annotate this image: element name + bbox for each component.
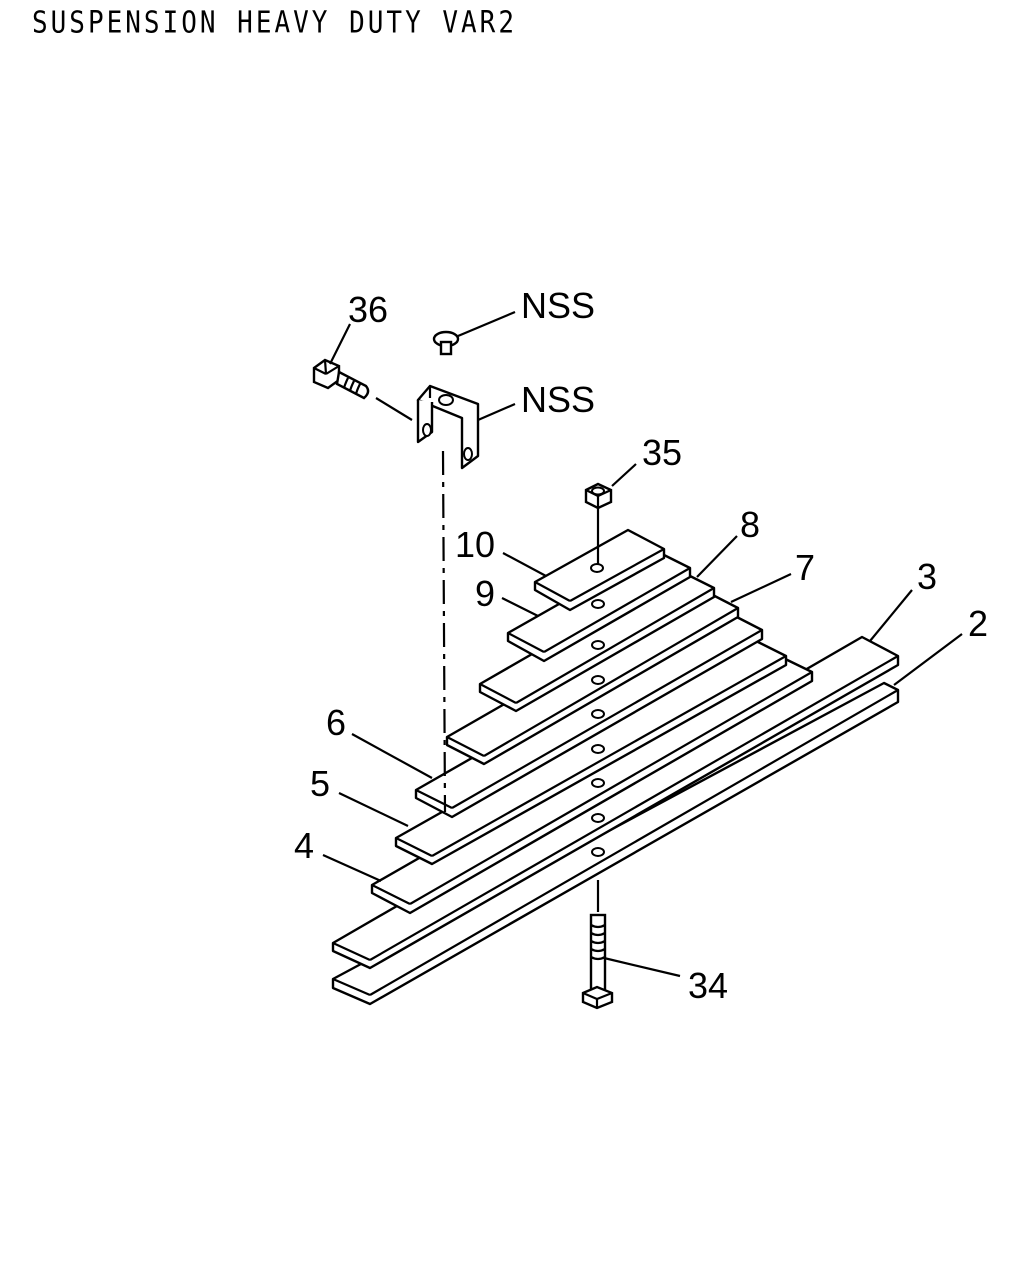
- callout-7: 7: [795, 547, 815, 588]
- leader-34: [603, 956, 681, 978]
- leader-3: [869, 589, 913, 642]
- leader-36-bracket: [375, 397, 413, 421]
- leader-35: [611, 463, 637, 487]
- leaf-2: [331, 681, 900, 1006]
- leader-nss-bracket: [477, 402, 516, 422]
- leader-7: [730, 573, 792, 603]
- callout-nss-bracket: NSS: [521, 379, 595, 420]
- center-holes: [590, 563, 605, 857]
- callout-nss-cap: NSS: [521, 285, 595, 326]
- nut-35: [584, 482, 613, 510]
- diagram-title: SUSPENSION HEAVY DUTY VAR2: [32, 6, 517, 41]
- callout-9: 9: [475, 573, 495, 614]
- leader-6: [351, 733, 433, 779]
- callout-36: 36: [348, 289, 388, 330]
- callout-5: 5: [310, 763, 330, 804]
- leader-9: [501, 597, 539, 617]
- callout-3: 3: [917, 556, 937, 597]
- leader-36: [329, 323, 351, 365]
- leader-4: [322, 853, 382, 883]
- rivet-nss: [432, 330, 460, 356]
- callout-2: 2: [968, 603, 988, 644]
- leader-10: [502, 552, 547, 577]
- callout-4: 4: [294, 825, 314, 866]
- leaf-3: [331, 635, 900, 970]
- leader-8: [696, 535, 738, 578]
- callout-6: 6: [326, 702, 346, 743]
- bolt-34: [581, 913, 614, 1010]
- leader-5: [338, 792, 409, 827]
- leader-nss-cap: [457, 310, 516, 338]
- alignment-line: [441, 450, 447, 813]
- callout-8: 8: [740, 504, 760, 545]
- bracket-nss: [416, 384, 480, 470]
- callout-35: 35: [642, 432, 682, 473]
- callout-10: 10: [455, 524, 495, 565]
- leader-2: [893, 633, 963, 686]
- bolt-36: [312, 358, 370, 400]
- callout-34: 34: [688, 965, 728, 1006]
